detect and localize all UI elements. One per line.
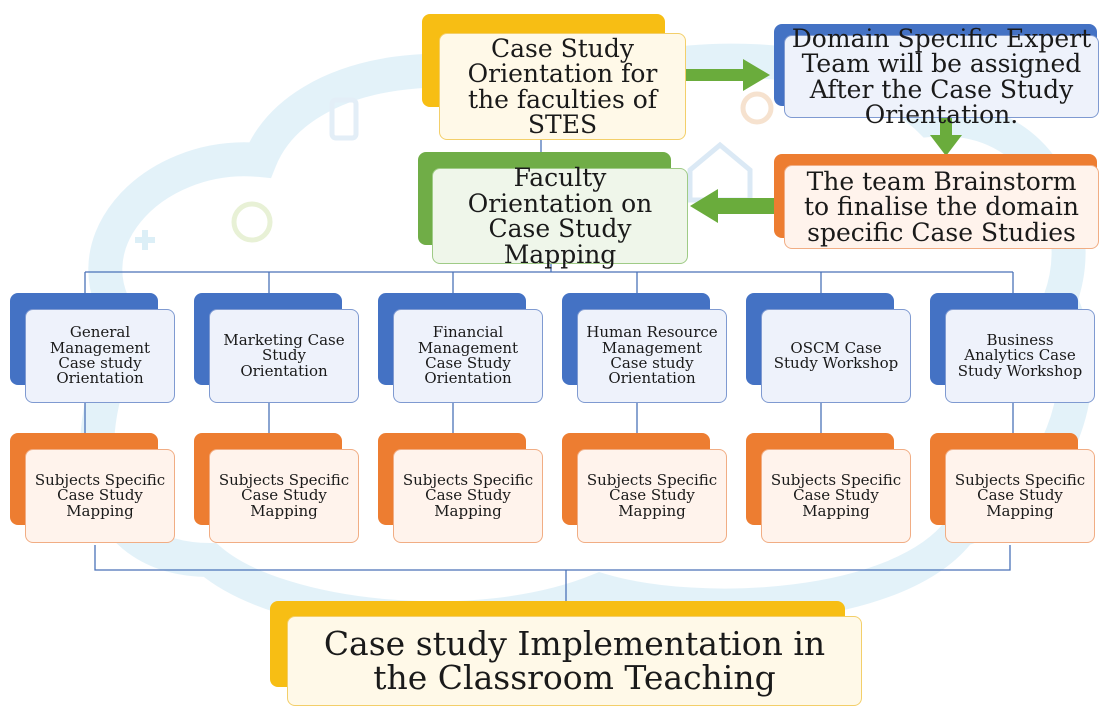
mapping-label: Subjects Specific Case Study Mapping — [25, 449, 175, 543]
domain-label: Business Analytics Case Study Workshop — [945, 309, 1095, 403]
mapping-label: Subjects Specific Case Study Mapping — [393, 449, 543, 543]
mapping-label: Subjects Specific Case Study Mapping — [209, 449, 359, 543]
domain-label: Marketing Case Study Orientation — [209, 309, 359, 403]
expert-team-label: Domain Specific Expert Team will be assi… — [784, 25, 1099, 127]
domain-label: Human Resource Management Case study Ori… — [577, 309, 727, 403]
implementation-label: Case study Implementation in the Classro… — [287, 616, 862, 706]
brainstorm-label: The team Brainstorm to finalise the doma… — [784, 165, 1099, 249]
mapping-label: Subjects Specific Case Study Mapping — [761, 449, 911, 543]
mapping-label: Subjects Specific Case Study Mapping — [577, 449, 727, 543]
domain-label: OSCM Case Study Workshop — [761, 309, 911, 403]
phone-icon — [329, 97, 359, 141]
domain-label: General Management Case study Orientatio… — [25, 309, 175, 403]
orientation-label: Case Study Orientation for the faculties… — [439, 33, 686, 140]
domain-label: Financial Management Case Study Orientat… — [393, 309, 543, 403]
globe-icon — [231, 201, 273, 243]
magnifier-icon — [740, 91, 774, 125]
plus-icon — [135, 230, 155, 250]
mapping-label: Subjects Specific Case Study Mapping — [945, 449, 1095, 543]
faculty-orientation-label: Faculty Orientation on Case Study Mappin… — [432, 165, 688, 267]
home-icon — [687, 141, 753, 203]
